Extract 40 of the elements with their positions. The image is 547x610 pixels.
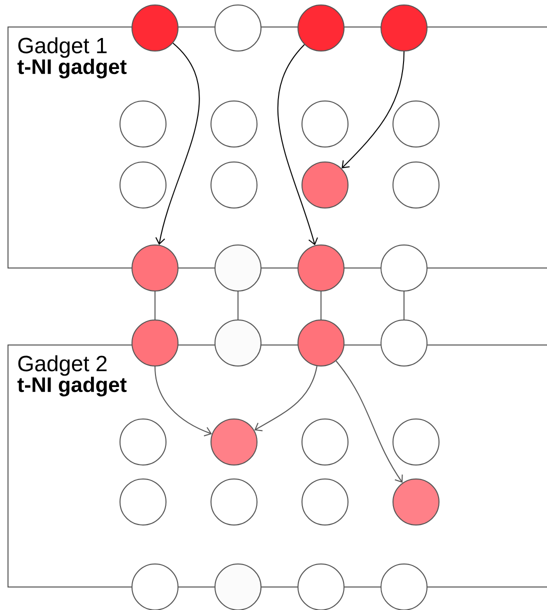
circle xyxy=(210,478,258,526)
circle xyxy=(120,478,166,526)
circle xyxy=(214,320,262,366)
circle xyxy=(392,100,440,148)
arrow xyxy=(254,366,318,432)
circle xyxy=(298,244,344,292)
circle xyxy=(210,162,258,208)
circle xyxy=(214,244,262,292)
circle xyxy=(380,4,428,52)
circle xyxy=(132,564,178,610)
connector-line xyxy=(320,291,322,320)
arrow xyxy=(277,44,318,246)
circle xyxy=(132,4,178,52)
circle xyxy=(302,162,348,208)
arrow xyxy=(154,366,212,436)
circle xyxy=(210,100,258,148)
circle xyxy=(298,320,344,366)
circle xyxy=(298,564,344,610)
circle xyxy=(302,478,348,526)
circle xyxy=(210,418,258,466)
circle xyxy=(380,564,428,610)
circle xyxy=(214,564,262,610)
arrow xyxy=(336,360,403,483)
circle xyxy=(120,100,166,148)
circle xyxy=(120,162,166,208)
circle xyxy=(380,320,428,366)
circle xyxy=(120,418,166,466)
circle xyxy=(392,418,440,466)
circle xyxy=(302,418,348,466)
circle xyxy=(214,4,262,52)
circle xyxy=(298,4,344,52)
circle xyxy=(392,162,440,208)
circle xyxy=(132,244,178,292)
circle xyxy=(392,478,440,526)
arrow xyxy=(342,51,404,168)
connector-line xyxy=(154,291,156,320)
circle xyxy=(132,320,178,366)
circle xyxy=(380,244,428,292)
circle xyxy=(302,100,348,148)
arrow xyxy=(155,42,200,245)
